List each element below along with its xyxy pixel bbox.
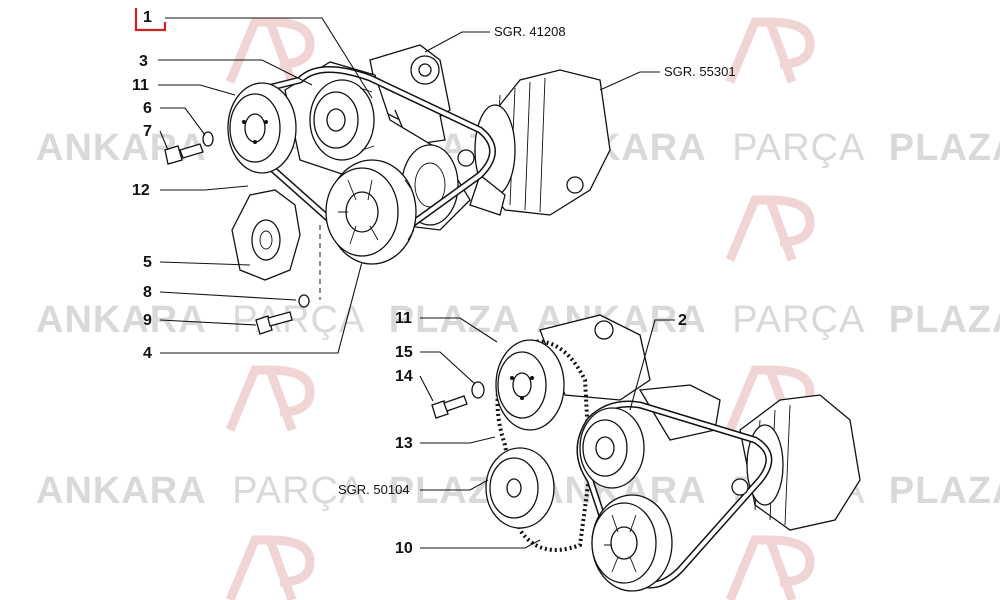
watermark-brand-2: PARÇA [732, 299, 865, 341]
callout-7: 7 [143, 123, 152, 140]
callout-3: 3 [139, 53, 148, 70]
watermark-brand-3: PLAZA [889, 299, 1000, 341]
callout-4: 4 [143, 345, 152, 362]
bolt-9 [255, 311, 293, 335]
svg-text:ANKARA PARÇA PLAZA: ANKARA PARÇA PLAZA [36, 299, 520, 341]
callout-1: 1 [143, 9, 152, 26]
callout-15: 15 [395, 344, 413, 361]
callout-11-upper: 11 [132, 77, 149, 94]
crank-pulley-upper [325, 159, 417, 265]
callout-13: 13 [395, 435, 413, 452]
bolt-lower [731, 478, 749, 496]
lower-assembly [431, 314, 861, 592]
cover-plate-5 [231, 189, 301, 281]
callout-11-lower: 11 [395, 310, 412, 327]
watermark-brand-3: PLAZA [889, 470, 1000, 512]
watermark-logos [225, 17, 815, 600]
ref-sgr-55301: SGR. 55301 [664, 64, 736, 79]
ref-sgr-41208: SGR. 41208 [494, 24, 566, 39]
bolt-7 [164, 143, 204, 165]
callout-12: 12 [132, 182, 150, 199]
watermark-brand-2: PARÇA [232, 470, 365, 512]
watermark-brand-1: ANKARA [36, 127, 207, 169]
callouts: 1 3 11 6 7 12 5 8 9 4 11 15 14 13 10 2 [132, 8, 687, 557]
callout-2: 2 [678, 312, 687, 329]
belt-13 [495, 339, 593, 552]
svg-text:ANKARA PARÇA PLAZA: ANKARA PARÇA PLAZA [36, 470, 520, 512]
watermark-brand-3: PLAZA [889, 127, 1000, 169]
bolt-14 [431, 395, 468, 419]
washer-6 [202, 131, 214, 147]
pulley-3 [309, 79, 375, 161]
pulley-11-lower [495, 339, 565, 431]
pump-lower [539, 314, 721, 441]
watermark-brand-2: PARÇA [732, 127, 865, 169]
pulley-sgr-50104 [485, 447, 555, 529]
watermark-brand-1: ANKARA [36, 470, 207, 512]
ref-sgr-50104: SGR. 50104 [338, 482, 410, 497]
svg-text:ANKARA PARÇA PLAZA: ANKARA PARÇA PLAZA [536, 299, 1000, 341]
callout-1-highlight-bracket [134, 8, 167, 32]
washer-8 [298, 294, 310, 308]
callout-8: 8 [143, 284, 152, 301]
bolt-upper [457, 149, 475, 167]
pulley-lower-mid [579, 407, 645, 489]
watermark-brand-1: ANKARA [36, 299, 207, 341]
leader-lines [158, 17, 675, 549]
pulley-11-upper [227, 82, 297, 174]
watermark-brand-3: PLAZA [389, 299, 521, 341]
group-references: SGR. 41208 SGR. 55301 SGR. 50104 [338, 24, 736, 497]
callout-14: 14 [395, 368, 413, 385]
callout-10: 10 [395, 540, 413, 557]
callout-5: 5 [143, 254, 152, 271]
watermark-brand-2: PARÇA [232, 299, 365, 341]
alternator-lower [739, 394, 861, 531]
washer-15 [471, 381, 485, 399]
callout-6: 6 [143, 100, 152, 117]
upper-assembly [164, 44, 611, 335]
crank-pulley-lower [591, 494, 673, 592]
callout-9: 9 [143, 312, 152, 329]
